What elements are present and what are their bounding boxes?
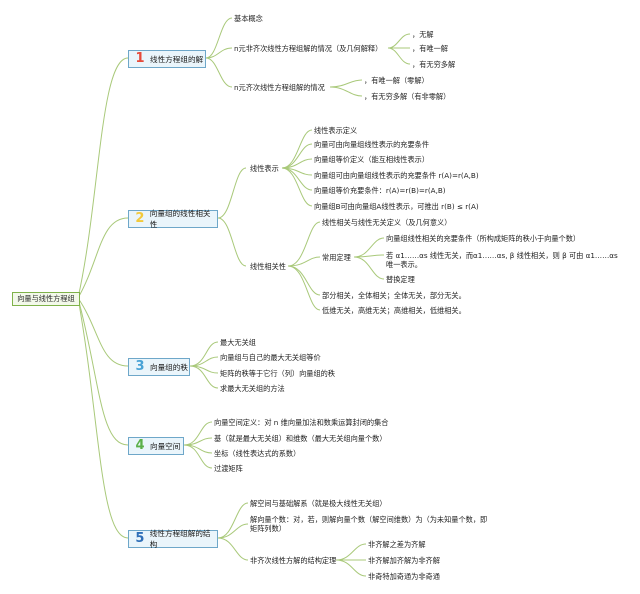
- b2-lindep-2: 部分相关，全体相关；全体无关，部分无关。: [322, 291, 466, 300]
- b1-item-homog: n元齐次线性方程组解的情况: [234, 83, 325, 92]
- branch-3-box: 3 向量组的秩: [128, 358, 190, 376]
- branch-4-label: 向量空间: [150, 441, 181, 451]
- branch-5-number: 5: [135, 531, 145, 546]
- b4-item-3: 过渡矩阵: [214, 464, 243, 473]
- b2-thm-0: 向量组线性相关的充要条件（所构成矩阵的秩小于向量个数）: [386, 234, 581, 243]
- b1-sub1-1: ，有唯一解: [412, 44, 448, 53]
- b3-item-3: 求最大无关组的方法: [220, 384, 285, 393]
- b1-item-basic: 基本概念: [234, 14, 263, 23]
- branch-5-label: 线性方程组解的结构: [149, 529, 211, 549]
- b3-item-0: 最大无关组: [220, 338, 256, 347]
- branch-1-box: 1 线性方程组的解: [128, 50, 206, 68]
- b2-lindep-3: 低维无关，高维无关；高维相关，低维相关。: [322, 306, 466, 315]
- b5-sub-1: 非齐解加齐解为非齐解: [368, 556, 440, 565]
- b5-sub-2: 非奇特加奇通为非奇通: [368, 572, 440, 581]
- branch-4-number: 4: [135, 438, 145, 453]
- branch-2-number: 2: [135, 211, 145, 226]
- b2-linrep-4: 向量组等价充要条件：r(A)=r(B)=r(A,B): [314, 186, 446, 195]
- branch-4-box: 4 向量空间: [128, 437, 184, 455]
- branch-3-label: 向量组的秩: [150, 362, 188, 372]
- branch-2-box: 2 向量组的线性相关性: [128, 209, 218, 229]
- b2-thm-2: 替换定理: [386, 275, 415, 284]
- branch-1-number: 1: [135, 51, 145, 66]
- b2-lindep-0: 线性相关与线性无关定义（及几何意义）: [322, 218, 452, 227]
- b1-sub2-0: ，有唯一解（零解）: [364, 76, 429, 85]
- branch-2-label: 向量组的线性相关性: [149, 209, 211, 229]
- b3-item-2: 矩阵的秩等于它行（列）向量组的秩: [220, 369, 336, 378]
- b4-item-2: 坐标（线性表达式的系数）: [214, 449, 301, 458]
- link-root-b1: [77, 57, 129, 299]
- b3-item-1: 向量组与自己的最大无关组等价: [220, 353, 321, 362]
- link-root-b3: [77, 297, 129, 367]
- b1-item-nonhomog: n元非齐次线性方程组解的情况（及几何解释）: [234, 44, 383, 53]
- link-root-b2: [77, 217, 129, 299]
- b1-sub1-2: ，有无穷多解: [412, 60, 456, 69]
- b2-linrep-0: 线性表示定义: [314, 126, 358, 135]
- b1-sub2-1: ，有无穷多解（有非零解）: [364, 92, 451, 101]
- b5-item-2: 非齐次线性方解的结构定理: [250, 556, 337, 565]
- root-topic: 向量与线性方程组: [12, 292, 80, 306]
- b4-item-1: 基（就是最大无关组）和维数（最大无关组向量个数）: [214, 434, 387, 443]
- b1-sub1-0: ，无解: [412, 30, 434, 39]
- b2-linrep-1: 向量可由向量组线性表示的充要条件: [314, 140, 430, 149]
- branch-5-box: 5 线性方程组解的结构: [128, 529, 218, 549]
- b2-linrep-5: 向量组B可由向量组A线性表示，可推出 r(B) ≤ r(A): [314, 202, 479, 211]
- b2-linrep-2: 向量组等价定义（能互相线性表示）: [314, 155, 430, 164]
- b2-item-linrep: 线性表示: [250, 164, 279, 173]
- b5-sub-0: 非齐解之差为齐解: [368, 540, 426, 549]
- link-root-b5: [77, 297, 129, 539]
- link-root-b4: [77, 297, 129, 446]
- branch-3-number: 3: [135, 359, 145, 374]
- b5-item-1: 解向量个数：对，若，则解向量个数（解空间维数）为（为未知量个数，即矩阵列数）: [250, 515, 488, 533]
- b2-linrep-3: 向量组可由向量组线性表示的充要条件 r(A)=r(A,B): [314, 171, 479, 180]
- b2-lindep-1: 常用定理: [322, 253, 351, 262]
- b5-item-0: 解空间与基础解系（就是极大线性无关组）: [250, 499, 387, 508]
- b2-thm-1: 若 α1……αs 线性无关，而α1……αs, β 线性相关，则 β 可由 α1……: [386, 251, 618, 269]
- branch-1-label: 线性方程组的解: [150, 54, 204, 64]
- b2-item-lindep: 线性相关性: [250, 262, 286, 271]
- b4-item-0: 向量空间定义：对 n 维向量加法和数乘运算封闭的集合: [214, 418, 389, 427]
